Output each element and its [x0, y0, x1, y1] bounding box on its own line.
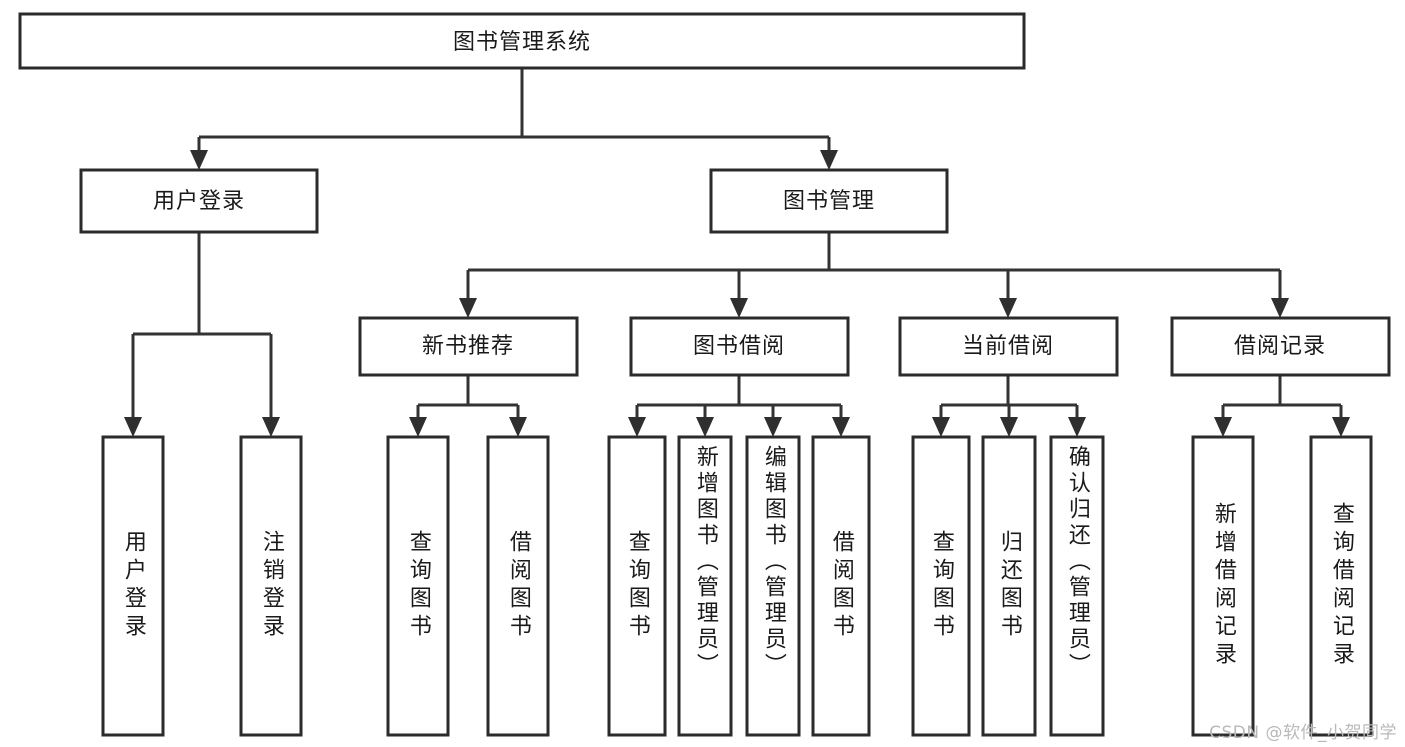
- leaf-logout-login-box[interactable]: [239, 435, 303, 737]
- arrow-borrow-record: [1271, 298, 1289, 318]
- arrow-leaf-edit-book: [764, 417, 782, 437]
- node-root-box[interactable]: [18, 12, 1026, 70]
- node-book-manage-label: 图书管理: [783, 189, 875, 214]
- node-root-label: 图书管理系统: [453, 30, 591, 55]
- arrow-leaf-query-book-3: [932, 417, 950, 437]
- node-layer: 图书管理系统 用户登录 图书管理 新书推荐 图书借阅 当前借阅 借阅记录: [18, 12, 1391, 737]
- node-user-login-box[interactable]: [79, 168, 319, 234]
- arrow-leaf-borrow-book-1: [509, 417, 527, 437]
- node-book-borrow-box[interactable]: [629, 316, 850, 377]
- arrow-leaf-query-book-1: [409, 417, 427, 437]
- node-user-login-label: 用户登录: [153, 189, 245, 214]
- leaf-add-book-box[interactable]: [677, 435, 733, 737]
- arrow-leaf-user-login: [124, 417, 142, 437]
- arrow-book-borrow: [730, 298, 748, 318]
- node-borrow-record-box[interactable]: [1170, 316, 1391, 377]
- node-book-borrow-label: 图书借阅: [693, 334, 785, 359]
- leaf-add-record-box[interactable]: [1191, 435, 1255, 737]
- arrow-leaf-return-book: [1000, 417, 1018, 437]
- node-new-book-recommend-label: 新书推荐: [422, 334, 514, 359]
- node-current-borrow-box[interactable]: [898, 316, 1119, 377]
- leaf-borrow-book-2-box[interactable]: [811, 435, 871, 737]
- arrow-leaf-query-book-2: [628, 417, 646, 437]
- node-current-borrow-label: 当前借阅: [962, 334, 1054, 359]
- leaf-query-book-1-box[interactable]: [386, 435, 450, 737]
- leaf-confirm-return-box[interactable]: [1049, 435, 1105, 737]
- node-book-manage-box[interactable]: [709, 168, 949, 234]
- arrow-leaf-add-book: [696, 417, 714, 437]
- leaf-query-record-box[interactable]: [1309, 435, 1373, 737]
- arrow-leaf-add-record: [1214, 417, 1232, 437]
- leaf-query-book-3-box[interactable]: [911, 435, 971, 737]
- arrow-user-login: [190, 150, 208, 170]
- arrow-current-borrow: [999, 298, 1017, 318]
- arrow-new-book-recommend: [459, 298, 477, 318]
- leaf-user-login-box[interactable]: [101, 435, 165, 737]
- node-new-book-recommend-box[interactable]: [358, 316, 579, 377]
- connector-layer: [124, 68, 1350, 437]
- leaf-query-book-2-box[interactable]: [607, 435, 667, 737]
- arrow-leaf-logout-login: [262, 417, 280, 437]
- arrow-leaf-confirm-return: [1068, 417, 1086, 437]
- node-borrow-record-label: 借阅记录: [1234, 334, 1326, 359]
- leaf-borrow-book-1-box[interactable]: [486, 435, 550, 737]
- arrow-leaf-borrow-book-2: [832, 417, 850, 437]
- arrow-book-manage: [820, 150, 838, 170]
- csdn-watermark: CSDN @软件_小贺同学: [1209, 723, 1397, 743]
- leaf-return-book-box[interactable]: [981, 435, 1037, 737]
- arrow-leaf-query-record: [1332, 417, 1350, 437]
- leaf-edit-book-box[interactable]: [745, 435, 801, 737]
